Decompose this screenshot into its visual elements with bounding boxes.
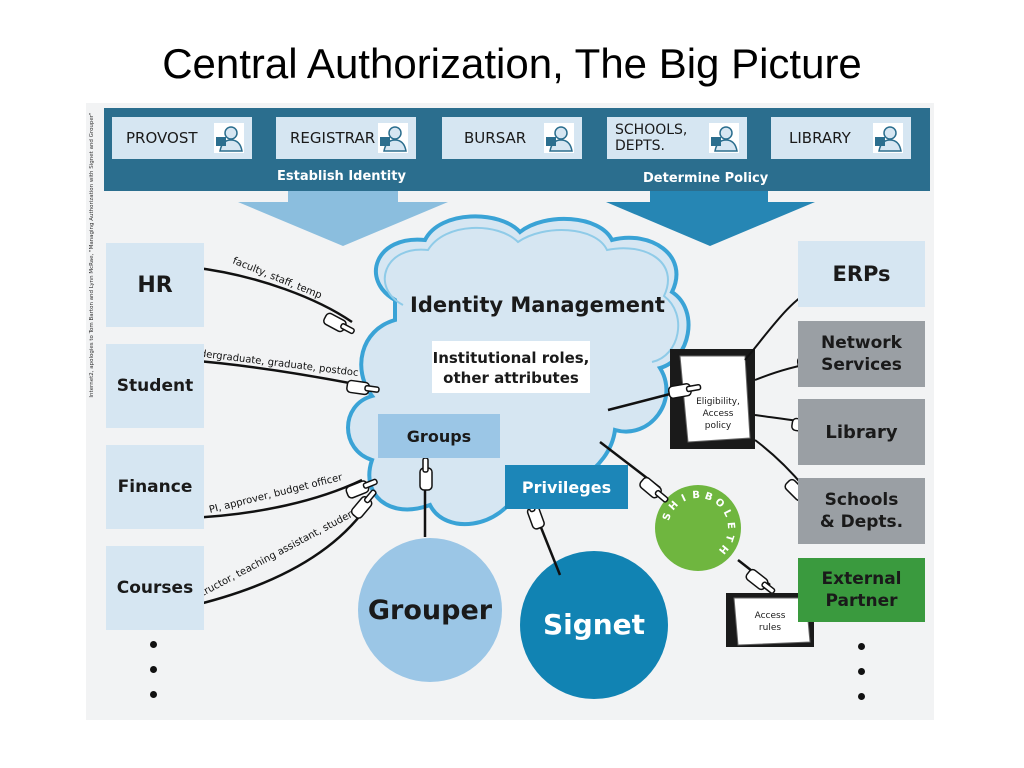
destination-line-2: Services — [821, 355, 902, 375]
roles-box-text: Institutional roles, other attributes — [432, 348, 590, 388]
down-arrow-left — [238, 191, 448, 246]
access-line-2: rules — [758, 623, 782, 633]
destination-line-1: Schools — [824, 490, 899, 510]
destination-line-1: External — [821, 569, 902, 589]
establish-identity-label: Establish Identity — [277, 169, 406, 184]
source-label: Student — [116, 376, 194, 396]
person-icon — [544, 123, 574, 153]
signet-connector — [538, 524, 562, 576]
ellipsis-dot — [858, 643, 865, 650]
grouper-label: Grouper — [367, 594, 493, 626]
policy-document-text: Eligibility, Access policy — [688, 396, 748, 432]
signet-label: Signet — [542, 607, 646, 641]
pointing-hand-icon — [345, 478, 378, 499]
policy-line-3: policy — [704, 421, 732, 431]
person-icon — [214, 123, 244, 153]
courses-arrow-label: instructor, teaching assistant, student — [186, 506, 360, 605]
source-label: HR — [137, 272, 173, 298]
role-provost: PROVOST — [112, 117, 252, 159]
destination-line-1: Library — [825, 421, 898, 443]
shibboleth-letter: B — [703, 491, 714, 504]
pointing-hand-icon — [346, 379, 380, 396]
role-label: REGISTRAR — [290, 129, 376, 147]
role-label: LIBRARY — [789, 129, 851, 147]
roles-line-1: Institutional roles, — [432, 349, 590, 367]
groups-label: Groups — [406, 426, 472, 446]
role-label: BURSAR — [464, 129, 527, 147]
shibboleth-letter: L — [721, 508, 734, 519]
access-line-1: Access — [754, 611, 786, 621]
cloud-title: Identity Management — [410, 293, 665, 317]
finance-connector — [186, 478, 363, 520]
ellipsis-dot — [150, 641, 157, 648]
shibboleth-letter: B — [692, 490, 700, 501]
signet-circle — [520, 551, 668, 699]
policy-document-icon — [670, 349, 755, 449]
page-title: Central Authorization, The Big Picture — [162, 40, 862, 87]
person-icon — [378, 123, 408, 153]
policy-connector — [607, 392, 671, 412]
destination-line-1: ERPs — [832, 262, 891, 286]
identity-cloud-outline-2 — [383, 226, 680, 363]
courses-connector — [186, 504, 370, 609]
source-finance: Finance — [106, 445, 204, 529]
destination-line-2: & Depts. — [819, 512, 904, 532]
destination-library: Library — [798, 399, 925, 465]
ellipsis-dot — [150, 691, 157, 698]
role-label: PROVOST — [126, 129, 198, 147]
policy-line-1: Eligibility, — [696, 397, 740, 407]
ellipsis-dot — [858, 668, 865, 675]
source-label: Courses — [116, 578, 194, 598]
destination-erps: ERPs — [798, 241, 925, 307]
pointing-hand-icon — [639, 476, 669, 503]
shibboleth-circle — [655, 485, 741, 571]
source-hr: HR — [106, 243, 204, 327]
pointing-hand-icon — [745, 568, 776, 594]
source-courses: Courses — [106, 546, 204, 630]
source-label: Finance — [117, 477, 193, 497]
roles-box — [432, 341, 590, 393]
shibboleth-letter: S — [661, 512, 674, 523]
roles-line-2: other attributes — [443, 369, 579, 387]
groups-box: Groups — [378, 414, 500, 458]
shibboleth-letter: I — [680, 493, 688, 505]
pointing-hand-icon — [323, 312, 355, 335]
role-schools-depts: SCHOOLS, DEPTS. — [607, 117, 747, 159]
role-label: SCHOOLS, DEPTS. — [615, 122, 688, 154]
destination-schools-depts: Schools& Depts. — [798, 478, 925, 544]
role-library: LIBRARY — [771, 117, 911, 159]
person-icon — [873, 123, 903, 153]
ellipsis-dot — [150, 666, 157, 673]
destination-line-2: Partner — [825, 591, 898, 611]
role-bursar: BURSAR — [442, 117, 582, 159]
pointing-hand-icon — [419, 457, 433, 491]
policy-line-2: Access — [702, 409, 734, 419]
person-icon — [709, 123, 739, 153]
pointing-hand-icon — [667, 383, 702, 399]
hr-connector — [189, 265, 353, 324]
destination-line-1: Network — [821, 333, 902, 353]
access-document-text: Access rules — [740, 610, 800, 634]
privileges-box: Privileges — [505, 465, 628, 509]
privileges-label: Privileges — [521, 477, 612, 497]
pointing-hand-icon — [350, 489, 377, 519]
down-arrow-right — [606, 191, 815, 246]
ellipsis-dot — [858, 693, 865, 700]
source-student: Student — [106, 344, 204, 428]
shibboleth-letter: T — [723, 533, 736, 543]
shibboleth-letter: E — [725, 522, 737, 530]
grouper-circle — [358, 538, 502, 682]
determine-policy-label: Determine Policy — [643, 171, 769, 186]
role-registrar: REGISTRAR — [276, 117, 416, 159]
hr-arrow-label: faculty, staff, temp — [231, 256, 323, 302]
